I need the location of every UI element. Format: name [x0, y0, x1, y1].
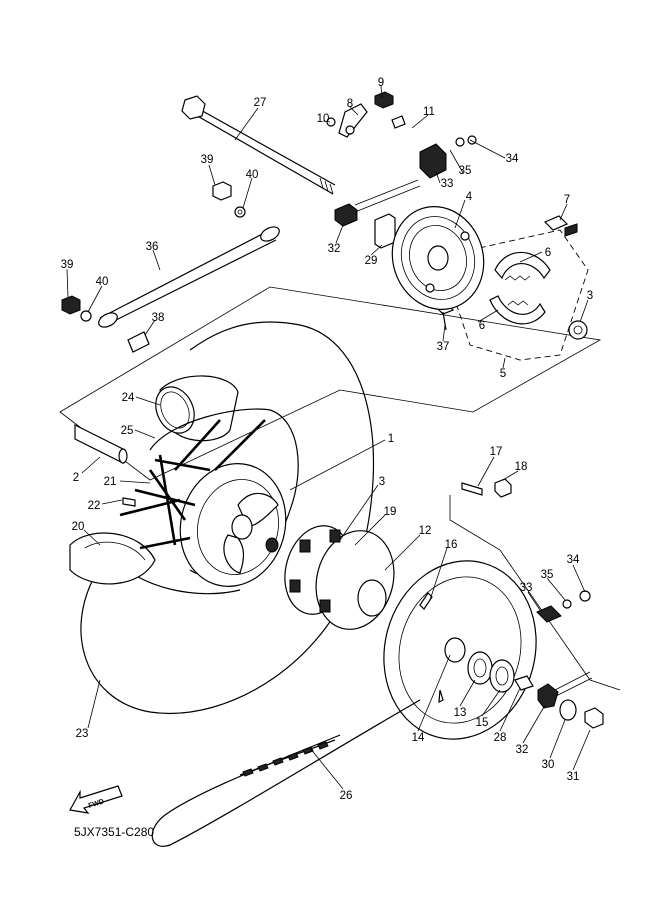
forward-arrow-icon: FWD — [69, 785, 123, 814]
bearings — [122, 478, 604, 729]
hardware-top — [61, 91, 588, 353]
callout-31: 31 — [567, 771, 580, 783]
callout-33: 33 — [441, 178, 454, 190]
callout-2: 2 — [73, 472, 79, 484]
callout-11: 11 — [423, 106, 435, 118]
callout-23: 23 — [76, 728, 89, 740]
callout-labels: 27 9 8 11 10 34 35 33 39 40 7 4 6 32 29 … — [61, 77, 594, 802]
callout-38: 38 — [152, 312, 165, 324]
callout-29: 29 — [365, 255, 378, 267]
callout-28: 28 — [494, 732, 507, 744]
brake-assembly-box — [59, 286, 602, 481]
brake-plate — [391, 206, 485, 310]
brake-shoe-dashed-group — [454, 229, 589, 361]
brake-shoes — [489, 251, 551, 325]
clutch-hub — [284, 525, 395, 630]
callout-39: 39 — [201, 154, 214, 166]
callout-19: 19 — [384, 506, 397, 518]
callout-30: 30 — [542, 759, 555, 771]
callout-6b: 6 — [479, 320, 485, 332]
callout-12: 12 — [419, 525, 432, 537]
callout-35b: 35 — [541, 569, 554, 581]
callout-18: 18 — [515, 461, 528, 473]
inner-tube — [155, 375, 239, 442]
torque-rod — [98, 226, 280, 328]
axle — [181, 95, 336, 195]
callout-40: 40 — [246, 169, 259, 181]
callout-16: 16 — [445, 539, 458, 551]
fwd-label: FWD — [88, 798, 105, 810]
spacer — [74, 424, 124, 464]
callout-39b: 39 — [61, 259, 74, 271]
leader-lines — [66, 85, 591, 790]
callout-14: 14 — [412, 732, 425, 744]
diagram-code: 5JX7351-C280 — [74, 825, 154, 839]
callout-6: 6 — [545, 247, 551, 259]
callout-32b: 32 — [516, 744, 529, 756]
callout-8: 8 — [347, 98, 353, 110]
sprocket-assembly-box — [449, 495, 621, 691]
callout-10: 10 — [317, 113, 330, 125]
callout-20: 20 — [72, 521, 85, 533]
callout-21: 21 — [104, 476, 117, 488]
callout-13: 13 — [454, 707, 467, 719]
wheel-hub — [119, 408, 299, 587]
callout-4: 4 — [466, 191, 473, 203]
callout-3b: 3 — [379, 476, 385, 488]
callout-34b: 34 — [567, 554, 580, 566]
spacer-end — [118, 448, 128, 464]
callout-32: 32 — [328, 243, 341, 255]
callout-24: 24 — [122, 392, 135, 404]
callout-26: 26 — [340, 790, 353, 802]
callout-25: 25 — [121, 425, 134, 437]
callout-5: 5 — [500, 368, 506, 380]
callout-34: 34 — [506, 153, 519, 165]
callout-17: 17 — [490, 446, 503, 458]
sprocket — [383, 560, 537, 740]
callout-37: 37 — [437, 341, 450, 353]
callout-3: 3 — [587, 290, 593, 302]
callout-1: 1 — [388, 433, 394, 445]
drive-chain — [151, 699, 421, 847]
callout-15: 15 — [476, 717, 489, 729]
callout-40b: 40 — [96, 276, 109, 288]
callout-36: 36 — [146, 241, 159, 253]
callout-33b: 33 — [520, 582, 533, 594]
callout-7: 7 — [564, 194, 570, 206]
callout-9: 9 — [378, 77, 384, 89]
callout-35: 35 — [459, 165, 472, 177]
callout-27: 27 — [254, 97, 267, 109]
callout-22: 22 — [88, 500, 101, 512]
